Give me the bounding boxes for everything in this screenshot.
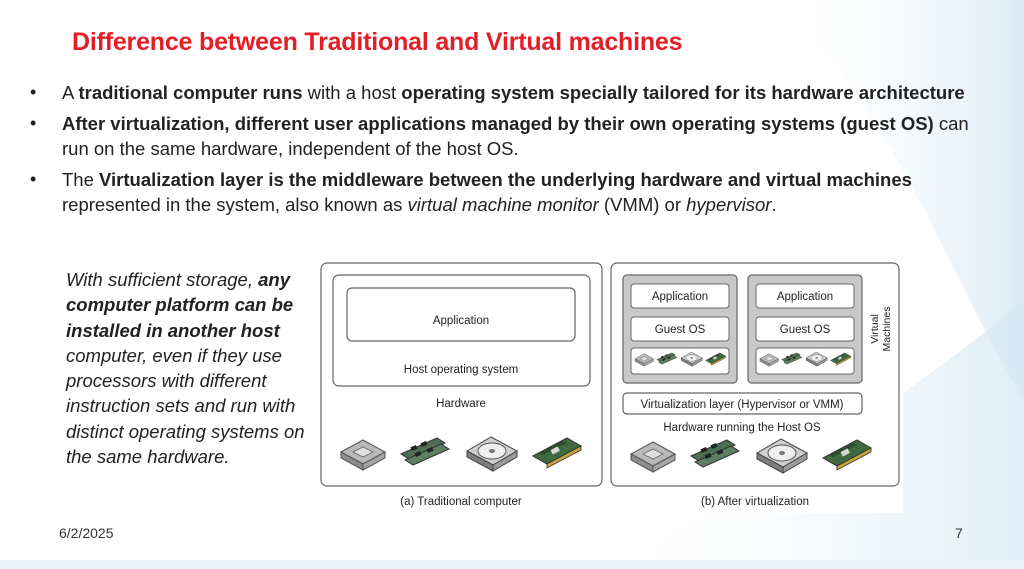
vm1-guest-os-label: Guest OS — [655, 324, 706, 336]
virtual-machine-1: Application Guest OS — [622, 274, 738, 384]
side-note-text: With sufficient storage, — [66, 269, 259, 290]
virtualization-layer-label: Virtualization layer (Hypervisor or VMM) — [640, 399, 843, 411]
virtualization-diagram: Application Host operating system Hardwa… — [319, 262, 903, 513]
vm1-application-label: Application — [652, 291, 708, 303]
slide-number: 7 — [955, 525, 963, 541]
bullet-item: After virtualization, different user app… — [30, 111, 990, 161]
vm-label-line2: Machines — [881, 307, 893, 352]
traditional-application-label: Application — [433, 315, 489, 327]
bullet-text-italic: virtual machine monitor — [407, 194, 599, 215]
slide-date: 6/2/2025 — [59, 525, 114, 541]
bullet-text-italic: hypervisor — [686, 194, 772, 215]
side-note: With sufficient storage, any computer pl… — [66, 267, 316, 469]
virtualized-caption: (b) After virtualization — [701, 496, 809, 508]
side-note-bold: any computer platform can be installed i… — [66, 269, 294, 341]
vm2-application-label: Application — [777, 291, 833, 303]
bullet-text-normal: The — [62, 169, 100, 190]
bullet-text-normal: (VMM) or — [598, 194, 687, 215]
slide-title: Difference between Traditional and Virtu… — [72, 28, 683, 56]
virtual-machine-2: Application Guest OS — [747, 274, 863, 384]
traditional-computer: Application Host operating system Hardwa… — [320, 262, 603, 487]
hardware-host-label: Hardware running the Host OS — [663, 422, 821, 434]
side-note-text: computer, even if they use processors wi… — [66, 344, 305, 468]
bullet-text-normal: . — [771, 194, 777, 215]
bullet-text-normal: can run on the same hardware, independen… — [62, 113, 969, 159]
bullet-text-normal: with a host — [302, 82, 402, 103]
bullet-text-bold: Virtualization layer is the middleware b… — [99, 169, 912, 190]
virtualized-computer: Application Guest OS Application — [610, 262, 900, 487]
bullet-list: A traditional computer runs with a host … — [30, 80, 990, 223]
virtual-machines-label: Virtual Machines — [869, 307, 893, 352]
hardware-label: Hardware — [436, 398, 486, 410]
bullet-item: A traditional computer runs with a host … — [30, 80, 990, 105]
bullet-text-normal: represented in the system, also known as — [62, 194, 408, 215]
traditional-caption: (a) Traditional computer — [400, 496, 522, 508]
bullet-item: The Virtualization layer is the middlewa… — [30, 167, 990, 217]
bullet-text-bold: After virtualization, different user app… — [62, 113, 934, 134]
bullet-text-normal: A — [62, 82, 79, 103]
diagram-svg: Application Host operating system Hardwa… — [320, 262, 900, 508]
vm-label-line1: Virtual — [869, 314, 881, 344]
bullet-text-bold: operating system specially tailored for … — [401, 82, 965, 103]
vm2-guest-os-label: Guest OS — [780, 324, 831, 336]
host-os-label: Host operating system — [404, 364, 518, 376]
bullet-text-bold: traditional computer runs — [78, 82, 303, 103]
